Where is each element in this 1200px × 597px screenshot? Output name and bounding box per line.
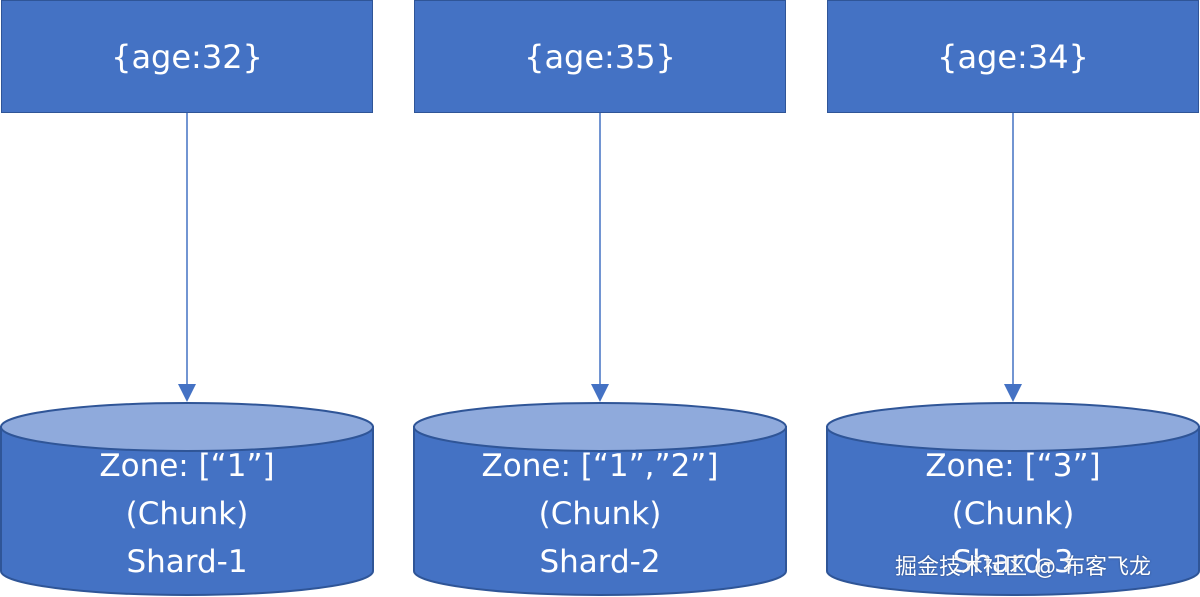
shard-cylinder-3 [826,402,1200,596]
document-box-3: {age:34} [827,0,1199,113]
document-box-2: {age:35} [414,0,786,113]
document-label: {age:32} [111,37,263,76]
arrowhead-2 [591,384,609,402]
shard-label-3: Zone: [“3”] (Chunk) Shard-3 [827,442,1199,586]
shard-zone: Zone: [“1”,”2”] [481,448,719,484]
document-box-1: {age:32} [1,0,373,113]
shard-zone: Zone: [“1”] [99,448,275,484]
shard-chunk: (Chunk) [951,496,1075,532]
watermark: 掘金技术社区 @ 布客飞龙 [895,555,1151,580]
shard-label-2: Zone: [“1”,”2”] (Chunk) Shard-2 [414,442,786,586]
document-label: {age:35} [524,37,676,76]
shard-name: Shard-3 [952,544,1074,580]
shard-zone: Zone: [“3”] [925,448,1101,484]
shard-cylinder-2 [413,402,787,596]
shard-name: Shard-1 [126,544,248,580]
shard-chunk: (Chunk) [538,496,662,532]
shard-cylinder-1 [0,402,374,596]
shard-label-1: Zone: [“1”] (Chunk) Shard-1 [1,442,373,586]
shard-chunk: (Chunk) [125,496,249,532]
arrowhead-1 [178,384,196,402]
shard-name: Shard-2 [539,544,661,580]
document-label: {age:34} [937,37,1089,76]
arrowhead-3 [1004,384,1022,402]
